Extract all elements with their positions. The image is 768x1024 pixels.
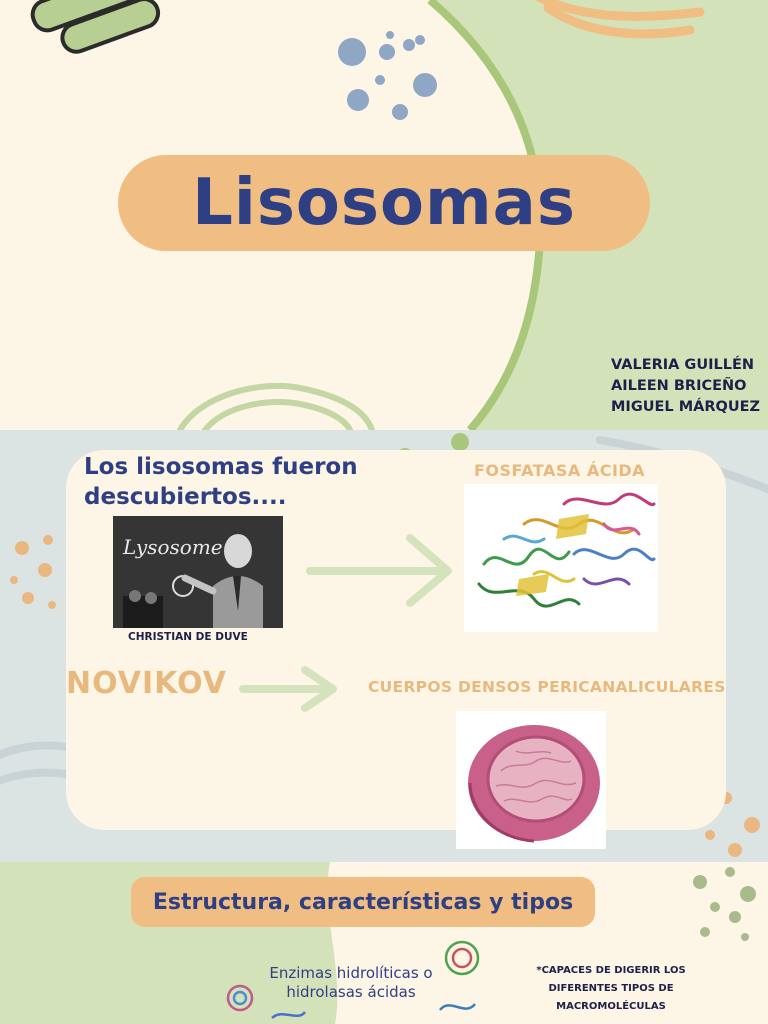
cover-section: Lisosomas VALERIA GUILLÉN AILEEN BRICEÑO…: [0, 0, 768, 430]
section-heading-banner: Estructura, características y tipos: [131, 877, 595, 927]
section-heading: Estructura, características y tipos: [152, 889, 574, 915]
scientist-photo: Lysosome: [113, 516, 283, 628]
board-text: Lysosome: [122, 535, 223, 559]
authors-list: VALERIA GUILLÉN AILEEN BRICEÑO MIGUEL MÁ…: [611, 355, 761, 418]
enzyme-label: FOSFATASA ÁCIDA: [474, 461, 646, 480]
dense-body-illustration: [456, 711, 606, 849]
enzymes-text: Enzimas hidrolíticas o hidrolasas ácidas: [269, 964, 433, 1001]
author-name: AILEEN BRICEÑO: [611, 378, 747, 394]
protein-structure-image: [464, 484, 658, 632]
page-title: Lisosomas: [192, 166, 576, 240]
photo-caption: CHRISTIAN DE DUVE: [128, 631, 248, 643]
author-name: VALERIA GUILLÉN: [611, 357, 755, 373]
author-name: MIGUEL MÁRQUEZ: [611, 399, 761, 415]
title-banner: Lisosomas: [118, 155, 650, 251]
discovery-heading: Los lisosomas fueron descubiertos....: [84, 454, 358, 510]
macromolecules-note: *CAPACES DE DIGERIR LOS DIFERENTES TIPOS…: [536, 965, 686, 1012]
arrows: [239, 534, 452, 712]
dense-bodies-label: CUERPOS DENSOS PERICANALICULARES: [368, 678, 726, 696]
novikov-label: NOVIKOV: [66, 666, 227, 701]
